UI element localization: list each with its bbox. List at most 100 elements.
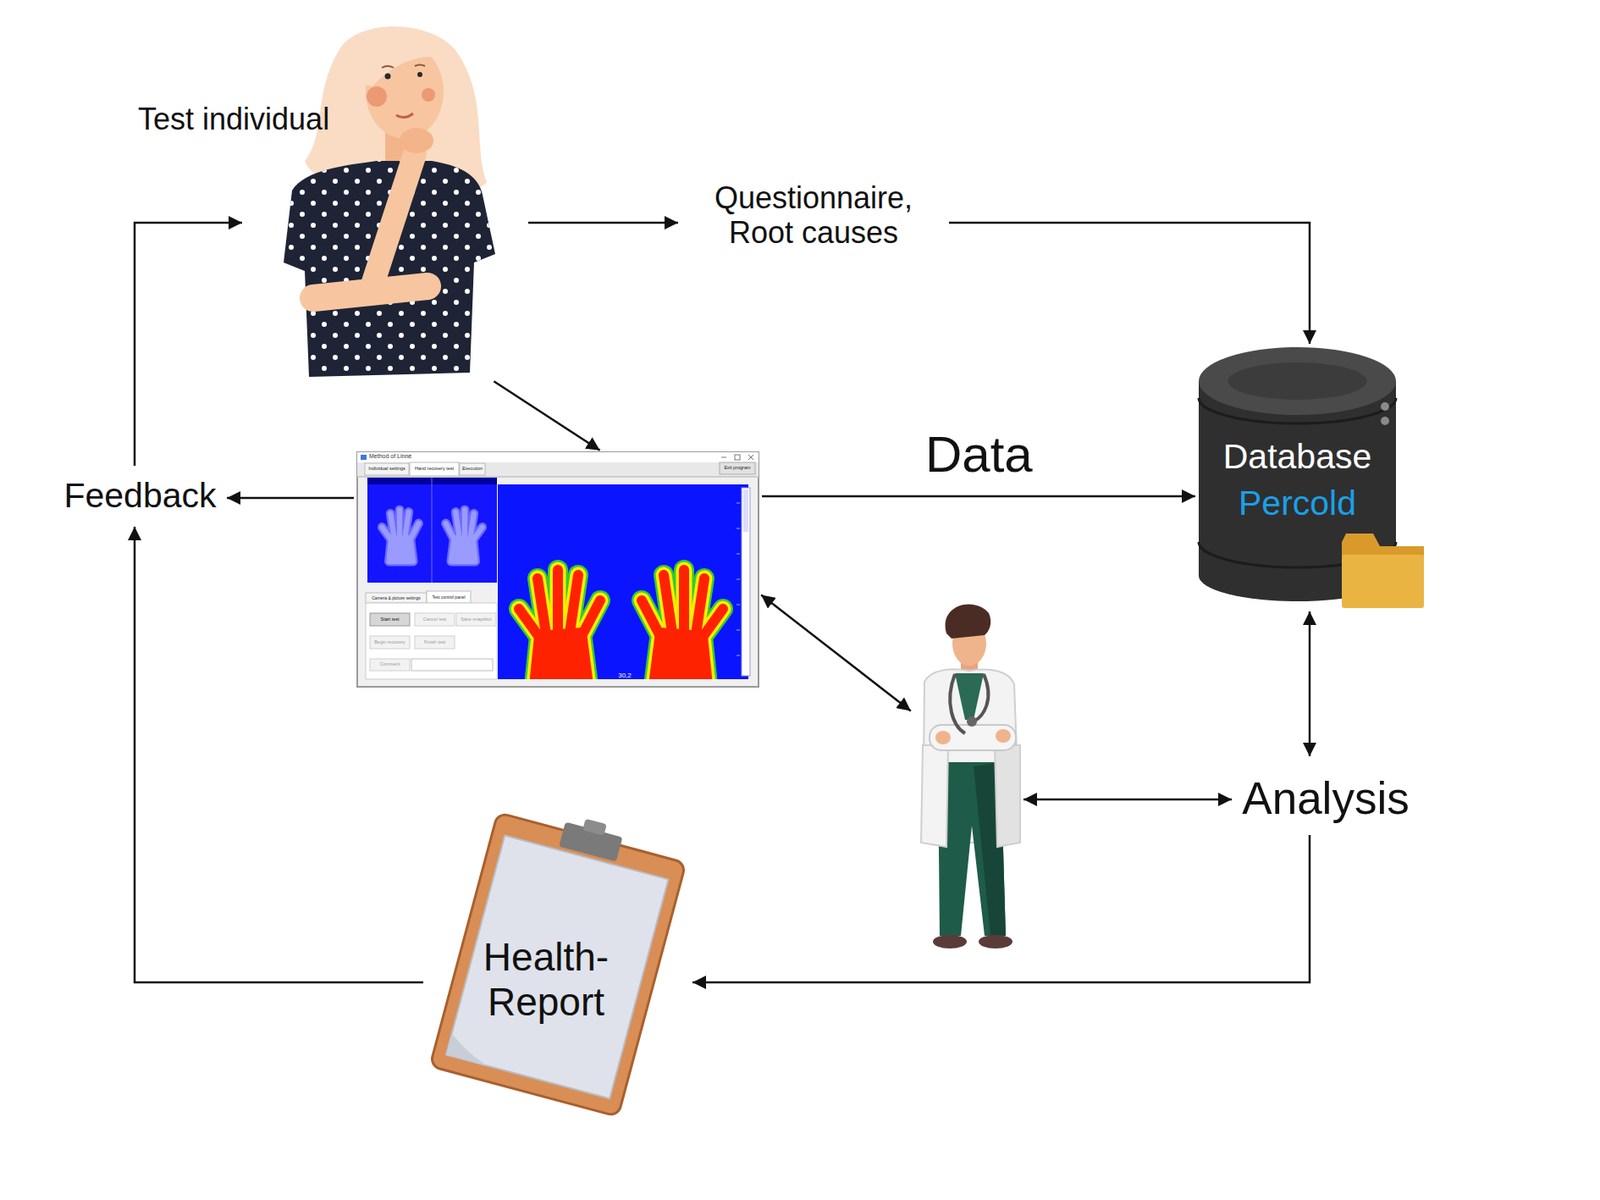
- flow-arrow: [692, 834, 1310, 983]
- ui-label: Save snapshot: [456, 612, 497, 626]
- software-window-part: [369, 612, 410, 626]
- clipboard-part: [446, 835, 669, 1099]
- report-node: Health-Report: [426, 811, 690, 1118]
- woman-figure-part: [366, 86, 387, 107]
- software-node: Method of Linné: [357, 452, 759, 687]
- text-node: Analysis: [1235, 766, 1417, 832]
- software-window-part: [459, 463, 486, 475]
- ui-label: Cancel test: [414, 612, 455, 626]
- ui-label: Begin recovery: [369, 635, 410, 649]
- woman-figure-part: [359, 41, 451, 87]
- doctor-figure-part: [995, 728, 1011, 743]
- flow-arrow: [493, 380, 600, 451]
- software-window-part: [456, 612, 497, 626]
- software-window-part: [409, 462, 459, 476]
- woman-figure: [283, 26, 496, 377]
- software-window-part: [743, 489, 749, 532]
- doctor-figure-part: [932, 934, 967, 949]
- ui-label: Start test: [369, 612, 410, 626]
- woman-figure-part: [421, 88, 436, 102]
- software-window-part: [357, 475, 759, 478]
- software-window-part-part-part: [381, 509, 419, 562]
- person-node: Test individual: [245, 23, 525, 380]
- software-window-part-part-part: [518, 569, 601, 679]
- node-text: Method of Linné: [369, 452, 412, 460]
- doctor-figure-part: [994, 744, 1021, 847]
- woman-figure-part: [385, 73, 392, 80]
- software-window-part-part: [446, 509, 483, 562]
- software-window-part: [734, 454, 740, 460]
- software-window-part: [357, 452, 759, 463]
- node-text: Test individual: [137, 101, 330, 137]
- woman-figure-part: [396, 113, 414, 118]
- software-window-part-part: [641, 569, 723, 679]
- node-text: Analysis: [1241, 772, 1410, 825]
- software-window-part-part-part: [446, 509, 483, 562]
- software-window-part: [381, 509, 482, 562]
- database-node: DatabasePercold: [1198, 347, 1396, 602]
- flow-arrow: [528, 221, 679, 225]
- software-window-part-part-part: [381, 509, 419, 562]
- software-window-part-part: [518, 569, 601, 679]
- database-cylinder-part: [1341, 554, 1424, 608]
- software-window-part-part-part: [641, 569, 723, 679]
- software-window-part: [741, 487, 751, 676]
- doctor-figure-part: [944, 604, 991, 639]
- doctor-figure: [921, 604, 1021, 949]
- software-window-part: [736, 502, 740, 656]
- doctor-figure-part: [949, 673, 988, 734]
- flow-arrow: [226, 496, 354, 500]
- flow-arrow: [948, 222, 1310, 344]
- woman-figure-part: [372, 154, 415, 285]
- software-window-part: [364, 463, 409, 475]
- clipboard-part: [430, 812, 686, 1117]
- software-window-part: [748, 454, 754, 460]
- doctor-figure-part: [935, 730, 951, 745]
- node-text: Health-Report: [461, 934, 631, 1025]
- ui-label: Hand recovery test: [409, 463, 459, 475]
- software-window-part-part-part: [518, 569, 601, 679]
- ui-label: Individual settings: [364, 463, 409, 475]
- software-window-part: [360, 454, 367, 460]
- ui-label: Camera & picture settings: [365, 592, 427, 603]
- clipboard: [430, 795, 691, 1116]
- software-window-part: [721, 457, 727, 458]
- flow-arrow: [761, 495, 1196, 498]
- software-window-part: [414, 612, 455, 626]
- software-window-part: [369, 658, 410, 671]
- software-window-part: [357, 452, 759, 687]
- doctor-figure-part: [966, 716, 977, 727]
- ui-label: Exit program: [719, 462, 756, 475]
- software-window-part: [365, 602, 497, 679]
- doctor-node: [913, 606, 1021, 949]
- flow-arrow: [1023, 798, 1232, 801]
- node-text: Feedback: [63, 475, 217, 516]
- database-cylinder-part: [1198, 347, 1396, 415]
- doctor-figure-part: [978, 934, 1013, 949]
- software-window-part: [365, 592, 427, 603]
- ui-label: 30,2: [607, 670, 642, 681]
- woman-figure-part: [417, 71, 423, 78]
- software-window-part: [369, 635, 410, 649]
- software-window-part-part: [381, 509, 419, 562]
- software-window-part-part-part: [641, 569, 723, 679]
- software-window-part-part-part: [446, 509, 483, 562]
- doctor-figure-part: [921, 744, 949, 847]
- node-text: Questionnaire, Root causes: [686, 180, 941, 251]
- doctor-figure-part: [954, 673, 984, 720]
- software-window-part: [426, 590, 471, 603]
- software-window-part: [431, 477, 433, 583]
- woman-figure-part: [381, 65, 425, 69]
- text-node: Feedback: [56, 468, 224, 524]
- database-cylinder: [1198, 347, 1424, 608]
- clipboard-part: [446, 1032, 494, 1065]
- software-window-part-part-part: [518, 569, 601, 679]
- software-window-part: [719, 462, 756, 475]
- flow-arrow: [134, 222, 243, 466]
- software-window-part: [411, 658, 493, 671]
- text-node: Questionnaire, Root causes: [681, 175, 946, 256]
- software-window: [357, 452, 759, 687]
- ui-label: Comment: [369, 658, 410, 671]
